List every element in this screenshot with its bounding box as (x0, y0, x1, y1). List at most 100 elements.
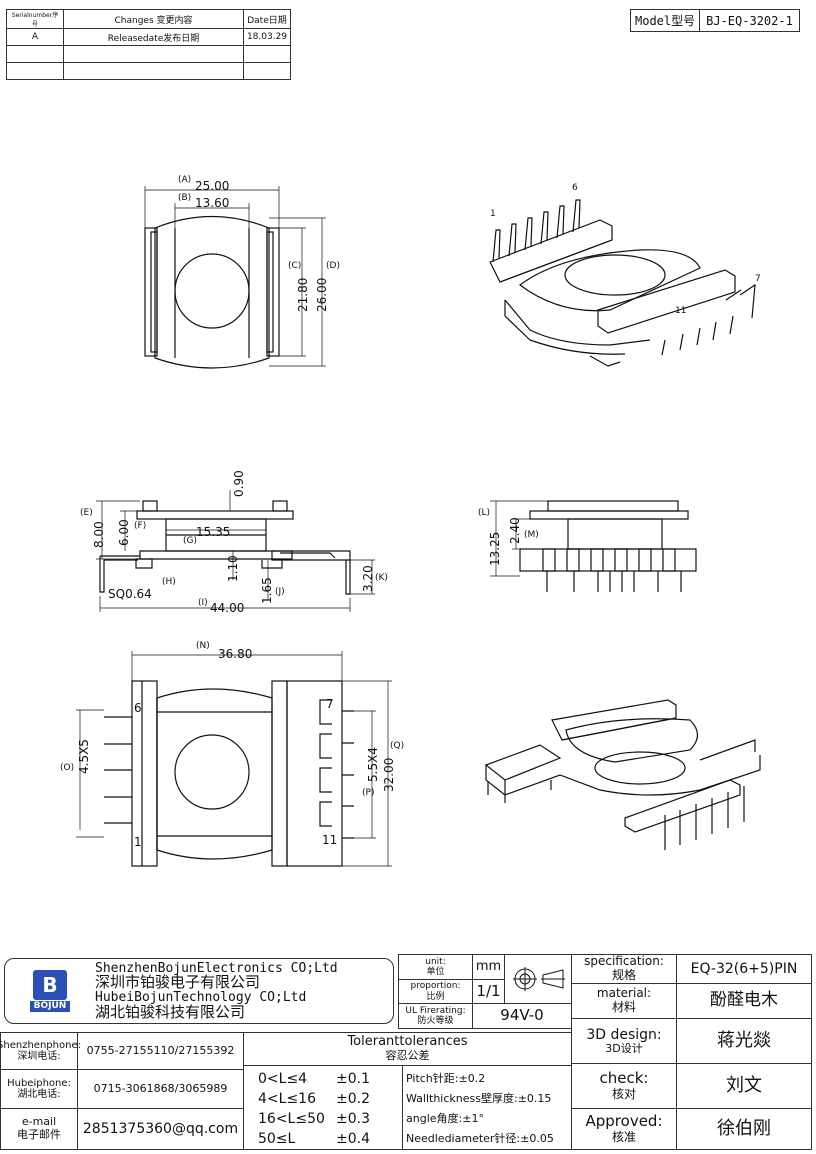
company-box: B BOJUN ShenzhenBojunElectronics CO;Ltd … (4, 958, 394, 1024)
dim-m-value: 2.40 (508, 517, 522, 544)
design-label-cn: 3D设计 (605, 1041, 643, 1055)
email: 2851375360@qq.com (77, 1108, 244, 1150)
company-cn-1: 深圳市铂骏电子有限公司 (95, 973, 261, 992)
material-label-cn: 材料 (611, 1000, 636, 1014)
material-label-cell: material:材料 (571, 983, 677, 1019)
dim-p-value: 5.5X4 (366, 747, 380, 782)
dim-a-tag: (A) (178, 175, 191, 185)
unit-value: mm (472, 954, 505, 980)
iso-view-bottom (484, 699, 761, 850)
dim-l-value: 13.25 (488, 532, 502, 566)
proportion-value: 1/1 (472, 979, 505, 1004)
tol-row: 50≤L±0.4 (258, 1129, 370, 1149)
dim-d-value: 26.00 (315, 278, 329, 312)
title-block: B BOJUN ShenzhenBojunElectronics CO;Ltd … (0, 954, 816, 1154)
bottom-pin-11: 11 (322, 833, 337, 847)
tol-title: Toleranttolerances (347, 1034, 468, 1050)
pin-row-top (492, 199, 756, 356)
tol-range: 0<L≤4 (258, 1071, 308, 1087)
iso-pin-6: 6 (572, 183, 578, 193)
dim-o-value: 4.5X5 (77, 739, 91, 774)
ul-label: UL Firerating: (405, 1005, 466, 1016)
sz-phone-label: Shenzhenphone: (0, 1039, 81, 1051)
dim-c-tag: (C) (288, 261, 301, 271)
dim-i-value: 44.00 (210, 601, 244, 615)
spec-label: specification: (584, 954, 664, 969)
dim-k-tag: (K) (375, 573, 388, 583)
check-label: check: (599, 1069, 649, 1088)
sz-phone-label-cell: Shenzhenphone:深圳电话: (0, 1032, 81, 1070)
tol-notes: Pitch针距:±0.2 Wallthickness壁厚度:±0.15 angl… (406, 1069, 554, 1149)
dim-j-tag: (J) (275, 587, 285, 597)
iso-pin-1: 1 (490, 209, 496, 219)
tol-note: Pitch针距:±0.2 (406, 1072, 486, 1085)
logo-text: BOJUN (29, 1001, 71, 1012)
dim-f-value: 6.00 (117, 519, 131, 546)
logo: B BOJUN (5, 970, 95, 1012)
approved-value: 徐伯刚 (676, 1108, 812, 1150)
projection-symbol (504, 954, 572, 1004)
side-view (96, 490, 375, 612)
hb-phone-label: Hubeiphone: (7, 1077, 71, 1089)
hb-phone: 0715-3061868/3065989 (77, 1069, 244, 1109)
hb-phone-label-cn: 湖北电话: (17, 1089, 61, 1100)
bottom-pin-6: 6 (134, 701, 142, 715)
ul-label-cn: 防火等级 (417, 1016, 454, 1026)
revision-table: Serialnumber序号 Changes 变更内容 Date日期 A Rel… (6, 9, 291, 80)
dim-h-tag: (H) (162, 577, 176, 587)
dim-top-value: 0.90 (232, 470, 246, 497)
company-en-1: ShenzhenBojunElectronics CO;Ltd (95, 960, 338, 976)
model-label: Model型号 (635, 14, 696, 28)
ul-value: 94V-0 (472, 1003, 572, 1029)
dim-a-value: 25.00 (195, 179, 229, 193)
dim-b-tag: (B) (178, 193, 191, 203)
dim-c-value: 21.80 (296, 278, 310, 312)
logo-mark: B (33, 970, 67, 1001)
company-en-2: HubeiBojunTechnology CO;Ltd (95, 990, 307, 1005)
email-label: e-mail (21, 1115, 57, 1129)
dim-l-tag: (L) (478, 508, 490, 518)
tol-range: 4<L≤16 (258, 1091, 316, 1107)
spec-label-cn: 规格 (611, 968, 636, 982)
tol-value: ±0.3 (336, 1111, 370, 1127)
tol-note: Wallthickness壁厚度:±0.15 (406, 1092, 552, 1105)
bottom-pin-1: 1 (134, 835, 142, 849)
email-label-cn: 电子邮件 (17, 1128, 61, 1141)
design-label-cell: 3D design:3D设计 (571, 1018, 677, 1064)
dim-d-tag: (D) (326, 261, 340, 271)
proportion-label-cell: proportion:比例 (398, 979, 473, 1004)
ul-label-cell: UL Firerating:防火等级 (398, 1003, 473, 1029)
dim-j-value: 1.65 (260, 577, 274, 604)
tol-range: 50≤L (258, 1131, 296, 1147)
dim-n-tag: (N) (196, 641, 210, 651)
proportion-label-cn: 比例 (426, 991, 445, 1002)
check-label-cell: check:核对 (571, 1063, 677, 1109)
dim-g-tag: (G) (183, 536, 197, 546)
material-label: material: (596, 986, 652, 1001)
front-view (490, 500, 697, 592)
tol-row: 4<L≤16±0.2 (258, 1089, 370, 1109)
dim-n-value: 36.80 (218, 647, 252, 661)
dim-m-tag: (M) (524, 530, 539, 540)
hb-phone-label-cell: Hubeiphone:湖北电话: (0, 1069, 78, 1109)
dim-q-tag: (Q) (390, 741, 404, 751)
check-value: 刘文 (676, 1063, 812, 1109)
company-cn-2: 湖北铂骏科技有限公司 (95, 1002, 246, 1021)
design-label: 3D design: (586, 1026, 662, 1043)
dim-o-tag: (O) (60, 763, 74, 773)
approved-label-cell: Approved:核准 (571, 1108, 677, 1150)
dim-sq-value: SQ0.64 (108, 587, 152, 601)
dim-p-tag: (P) (362, 788, 374, 798)
third-angle-icon (513, 967, 565, 991)
iso-view-top (489, 199, 756, 367)
tol-note: Needlediameter针径:±0.05 (406, 1132, 554, 1145)
tol-row: 16<L≤50±0.3 (258, 1109, 370, 1129)
spec-label-cell: specification:规格 (571, 954, 677, 984)
dim-f-tag: (F) (134, 521, 146, 531)
dim-e-value: 8.00 (92, 521, 106, 548)
unit-label-cn: 单位 (426, 967, 445, 977)
dim-e-tag: (E) (80, 508, 93, 518)
approved-label: Approved: (585, 1112, 663, 1131)
proportion-label: proportion: (410, 981, 461, 992)
